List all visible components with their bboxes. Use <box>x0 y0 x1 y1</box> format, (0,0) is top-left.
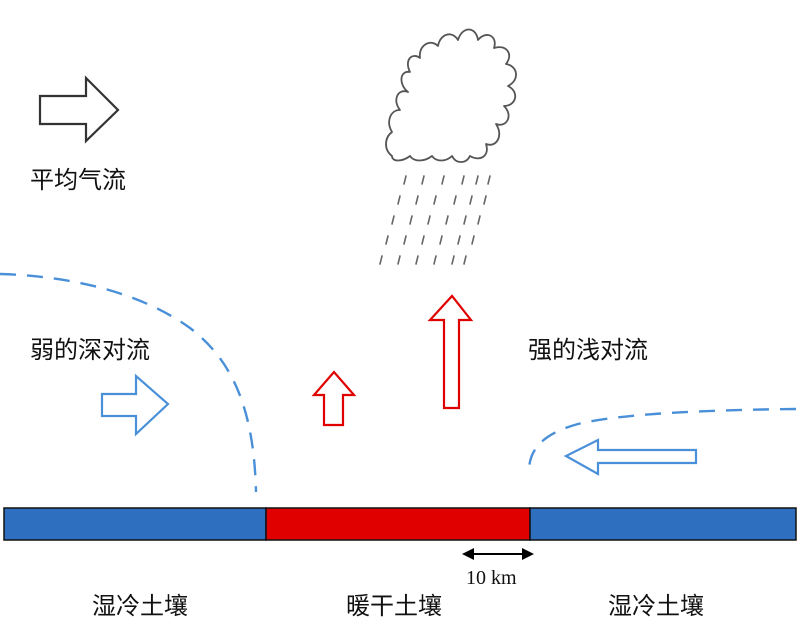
wet-cold-soil-left-label: 湿冷土壤 <box>92 592 188 620</box>
wet-cold-soil-right-label: 湿冷土壤 <box>608 592 704 620</box>
warm-dry-soil-label: 暖干土壤 <box>346 592 442 620</box>
mean-flow-label: 平均气流 <box>30 166 126 194</box>
scale-label: 10 km <box>466 567 517 589</box>
right-circulation-dashed-curve <box>527 407 797 475</box>
blue-inflow-arrow-left-icon <box>563 438 698 476</box>
warm-dry-soil-segment <box>265 507 531 541</box>
large-red-updraft-arrow-icon <box>427 294 474 410</box>
weak-deep-convection-label: 弱的深对流 <box>30 336 150 364</box>
wet-cold-soil-right-segment <box>529 507 797 541</box>
rain-streaks-icon <box>379 175 491 265</box>
cloud-icon <box>385 28 517 163</box>
blue-inflow-arrow-right-icon <box>100 373 170 437</box>
left-circulation-dashed-curve <box>0 272 258 493</box>
mean-flow-arrow-icon <box>38 75 120 144</box>
wet-cold-soil-left-segment <box>3 507 267 541</box>
small-red-updraft-arrow-icon <box>311 370 357 427</box>
strong-shallow-convection-label: 强的浅对流 <box>528 336 648 364</box>
scale-double-arrow-icon <box>462 548 534 560</box>
